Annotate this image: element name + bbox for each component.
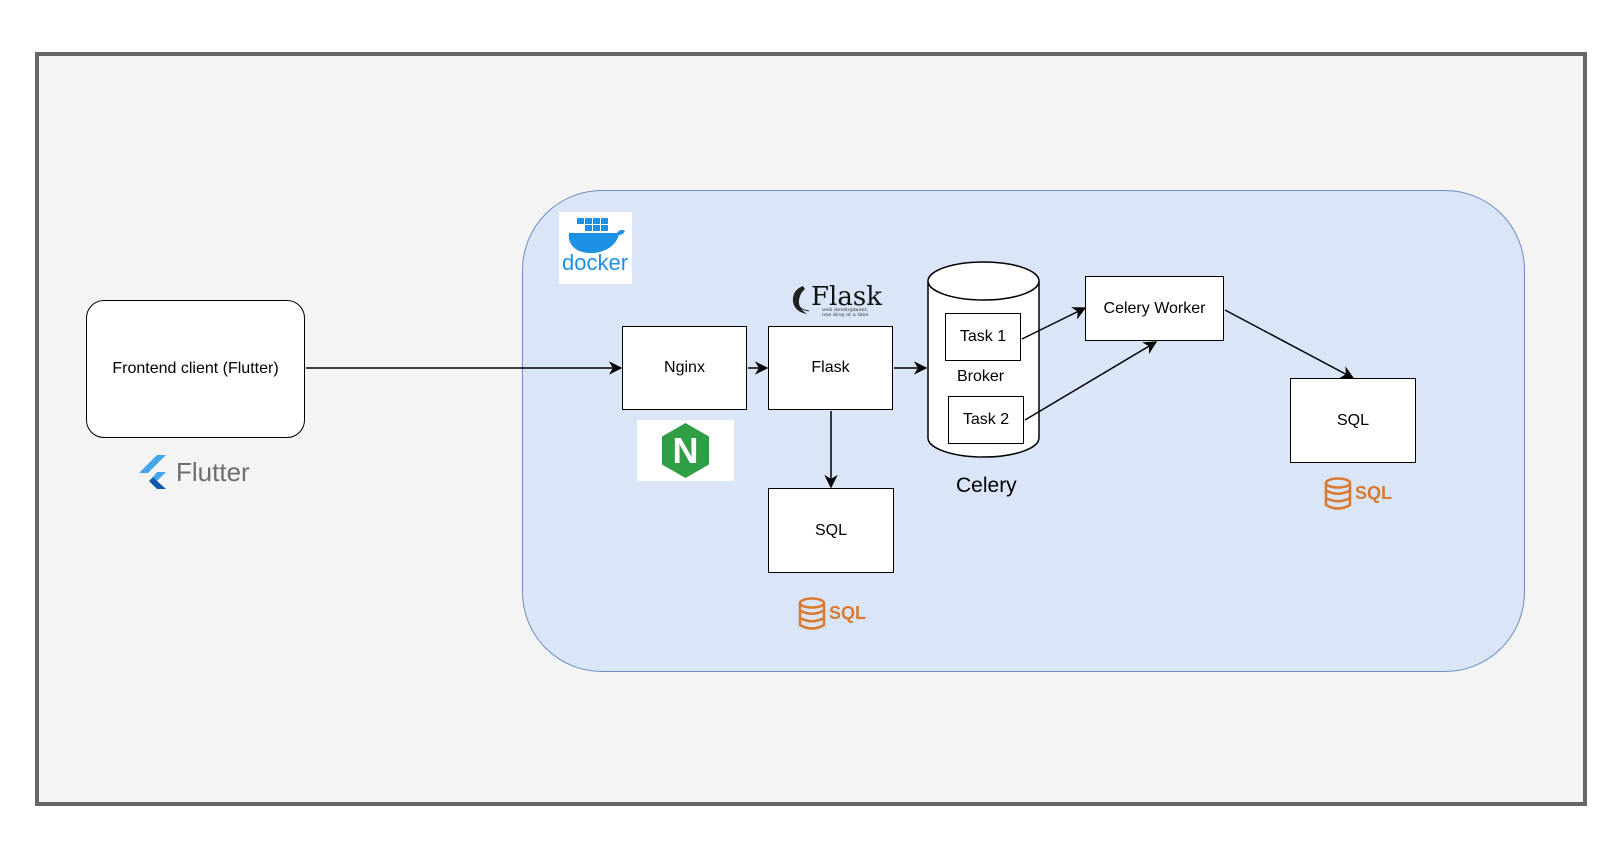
flutter-logo-text: Flutter: [176, 457, 250, 487]
celery-worker-node: Celery Worker: [1085, 276, 1224, 341]
docker-logo: docker: [559, 212, 632, 284]
sql-logo-text: SQL: [1355, 483, 1393, 503]
task-1-node: Task 1: [945, 313, 1021, 361]
celery-worker-label: Celery Worker: [1103, 299, 1206, 317]
celery-label: Celery: [956, 474, 1017, 497]
broker-label: Broker: [957, 368, 1005, 385]
nginx-node: Nginx: [622, 326, 747, 410]
flask-logo-tagline: web development, one drop at a time: [822, 307, 869, 318]
flutter-icon: [139, 455, 166, 489]
task-1-label: Task 1: [959, 328, 1007, 345]
flask-logo-text: Flask: [811, 282, 882, 312]
docker-logo-text: docker: [562, 250, 629, 275]
worker-sql-label: SQL: [1336, 411, 1369, 429]
flask-horn-icon: [792, 286, 810, 314]
flask-label: Flask: [811, 359, 850, 376]
nginx-logo-letter: N: [672, 430, 699, 471]
nginx-hexagon-icon: [662, 423, 709, 478]
nginx-logo: N: [637, 420, 734, 481]
database-icon: [1324, 477, 1352, 510]
sql-logo-text: SQL: [829, 603, 867, 623]
database-icon: [798, 597, 826, 630]
flask-sql-label: SQL: [814, 521, 847, 539]
frontend-client-label: Frontend client (Flutter): [112, 360, 279, 377]
task-2-label: Task 2: [962, 411, 1010, 428]
flask-node: Flask: [768, 326, 893, 410]
flask-sql-node: SQL: [768, 488, 894, 573]
nginx-label: Nginx: [664, 359, 705, 376]
docker-whale-icon: [568, 218, 625, 254]
task-2-node: Task 2: [948, 396, 1024, 444]
frontend-client-node: Frontend client (Flutter): [86, 300, 305, 438]
worker-sql-node: SQL: [1290, 378, 1416, 463]
